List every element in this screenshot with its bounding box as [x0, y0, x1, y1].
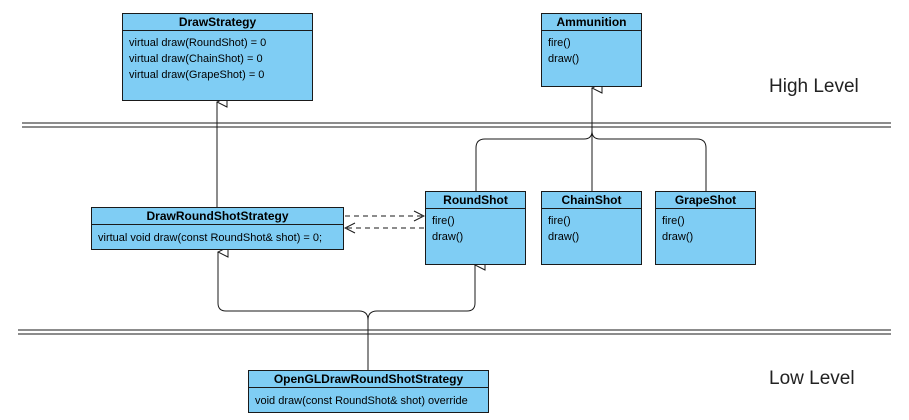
method: draw() [548, 231, 580, 243]
inheritance-opengl-to-roundshot [367, 265, 475, 321]
class-methods: void draw(const RoundShot& shot) overrid… [249, 388, 488, 409]
class-methods: fire() draw() [542, 209, 641, 245]
method: fire() [548, 215, 571, 227]
method: draw() [548, 53, 580, 65]
class-name: DrawRoundShotStrategy [92, 208, 343, 225]
class-draw-round-shot-strategy[interactable]: DrawRoundShotStrategy virtual void draw(… [91, 207, 344, 250]
class-name: DrawStrategy [123, 14, 312, 31]
method: draw() [432, 231, 464, 243]
method: virtual void draw(const RoundShot& shot)… [98, 232, 323, 244]
inheritance-grapeshot-to-ammunition [591, 130, 707, 191]
low-level-label: Low Level [769, 368, 855, 389]
inheritance-roundshot-to-ammunition [475, 88, 592, 191]
class-name: ChainShot [542, 192, 641, 209]
class-methods: fire() draw() [426, 209, 525, 245]
class-grape-shot[interactable]: GrapeShot fire() draw() [655, 191, 756, 265]
class-name: Ammunition [542, 14, 641, 31]
class-name: GrapeShot [656, 192, 755, 209]
low-level-separator [18, 329, 891, 335]
high-level-label: High Level [769, 76, 859, 97]
class-chain-shot[interactable]: ChainShot fire() draw() [541, 191, 642, 265]
class-ammunition[interactable]: Ammunition fire() draw() [541, 13, 642, 87]
method: virtual draw(GrapeShot) = 0 [129, 69, 265, 81]
class-opengl-draw-round-shot-strategy[interactable]: OpenGLDrawRoundShotStrategy void draw(co… [248, 370, 489, 413]
method: fire() [432, 215, 455, 227]
class-methods: fire() draw() [656, 209, 755, 245]
method: fire() [662, 215, 685, 227]
method: void draw(const RoundShot& shot) overrid… [255, 395, 468, 407]
method: virtual draw(RoundShot) = 0 [129, 37, 267, 49]
high-level-separator [22, 122, 891, 128]
class-name: RoundShot [426, 192, 525, 209]
method: fire() [548, 37, 571, 49]
class-methods: virtual draw(RoundShot) = 0 virtual draw… [123, 31, 312, 83]
class-methods: fire() draw() [542, 31, 641, 67]
inheritance-opengl-to-drawroundshotstrategy [218, 252, 369, 370]
method: virtual draw(ChainShot) = 0 [129, 53, 263, 65]
class-round-shot[interactable]: RoundShot fire() draw() [425, 191, 526, 265]
class-name: OpenGLDrawRoundShotStrategy [249, 371, 488, 388]
class-draw-strategy[interactable]: DrawStrategy virtual draw(RoundShot) = 0… [122, 13, 313, 101]
method: draw() [662, 231, 694, 243]
class-methods: virtual void draw(const RoundShot& shot)… [92, 225, 343, 246]
